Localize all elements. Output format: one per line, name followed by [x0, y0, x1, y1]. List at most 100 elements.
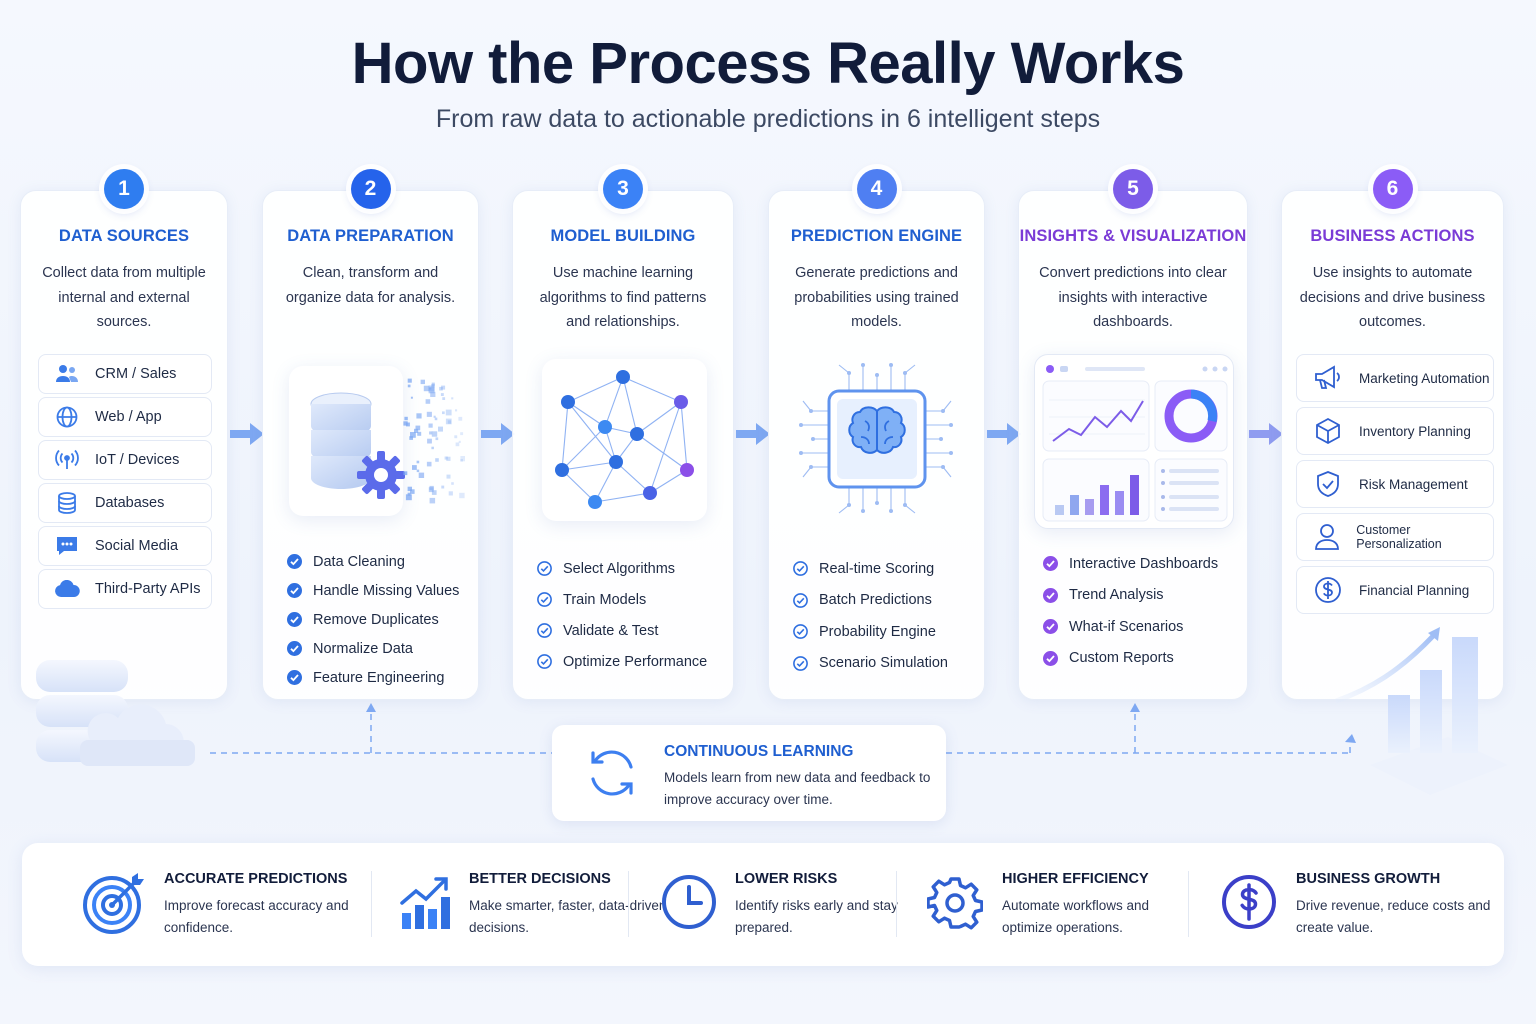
action-customer-personalization[interactable]: Customer Personalization — [1296, 513, 1494, 561]
check-item: Custom Reports — [1043, 643, 1218, 675]
chip-label: IoT / Devices — [95, 452, 180, 468]
data-particle — [410, 396, 413, 399]
chip-label: Third-Party APIs — [95, 581, 201, 597]
step-insights-visualization: 5 INSIGHTS & VISUALIZATION Convert predi… — [1018, 169, 1248, 700]
benefit-title: ACCURATE PREDICTIONS — [164, 871, 348, 887]
data-particle — [459, 492, 465, 499]
benefit-description: Improve forecast accuracy and confidence… — [164, 898, 349, 935]
step-description: Convert predictions into clear insights … — [1039, 265, 1227, 330]
action-financial-planning[interactable]: Financial Planning — [1296, 566, 1494, 614]
step-title: INSIGHTS & VISUALIZATION — [1019, 227, 1247, 245]
action-label: Financial Planning — [1359, 582, 1470, 598]
action-label: Customer Personalization — [1356, 523, 1442, 551]
benefit-title: BETTER DECISIONS — [469, 871, 611, 887]
data-particle — [435, 458, 439, 462]
data-particle — [404, 416, 408, 421]
data-particle — [426, 461, 432, 467]
data-particle — [431, 490, 437, 495]
source-chip-iot[interactable]: IoT / Devices — [38, 440, 212, 480]
box-icon — [1297, 417, 1359, 445]
data-particle — [451, 482, 454, 485]
step-number-badge: 4 — [856, 169, 897, 209]
data-particle — [429, 497, 436, 504]
data-particle — [428, 487, 434, 493]
data-particle — [427, 438, 432, 444]
user-icon — [1297, 523, 1356, 551]
action-inventory-planning[interactable]: Inventory Planning — [1296, 407, 1494, 455]
shield-icon — [1297, 470, 1359, 498]
clock-icon — [662, 875, 716, 929]
source-chip-databases[interactable]: Databases — [38, 483, 212, 523]
data-particle — [448, 491, 453, 496]
data-particle — [407, 384, 411, 388]
data-particle — [431, 431, 438, 437]
signal-icon — [39, 449, 95, 471]
check-item: Data Cleaning — [287, 547, 459, 576]
data-particles — [403, 378, 465, 504]
data-particle — [445, 418, 452, 425]
data-particle — [460, 432, 464, 436]
megaphone-icon — [1297, 365, 1359, 391]
data-particle — [460, 459, 463, 462]
step-number-badge: 2 — [350, 169, 391, 209]
data-particle — [428, 423, 433, 428]
step-title: DATA PREPARATION — [287, 227, 454, 245]
growth-bars-illustration — [1335, 627, 1508, 795]
data-particle — [455, 442, 460, 447]
benefit-description: Drive revenue, reduce costs and create v… — [1296, 898, 1491, 935]
check-item: Scenario Simulation — [793, 648, 948, 680]
data-particle — [416, 469, 420, 473]
step-description: Collect data from multiple internal and … — [42, 265, 206, 330]
data-particle — [431, 446, 434, 450]
data-particle — [442, 397, 446, 400]
benefit-title: BUSINESS GROWTH — [1296, 871, 1441, 887]
continuous-learning-title: CONTINUOUS LEARNING — [664, 743, 854, 760]
check-item: Normalize Data — [287, 634, 459, 663]
database-icon — [39, 492, 95, 514]
benefit-title: LOWER RISKS — [735, 871, 838, 887]
data-particle — [446, 456, 451, 461]
gear-icon — [927, 877, 983, 930]
model-checklist: Select Algorithms Train Models Validate … — [537, 553, 707, 677]
data-particle — [430, 391, 436, 397]
engine-checklist: Real-time Scoring Batch Predictions Prob… — [793, 553, 948, 679]
globe-icon — [39, 406, 95, 428]
check-item: Batch Predictions — [793, 585, 948, 617]
step-number-badge: 6 — [1372, 169, 1413, 209]
brain-chip-illustration — [799, 363, 953, 514]
source-chip-social[interactable]: Social Media — [38, 526, 212, 566]
benefit-better-decisions: BETTER DECISIONS Make smarter, faster, d… — [400, 843, 666, 966]
action-risk-management[interactable]: Risk Management — [1296, 460, 1494, 508]
check-item: Train Models — [537, 584, 707, 615]
step-model-building: 3 MODEL BUILDING Use machine learning al… — [512, 169, 734, 700]
flow-arrow — [481, 423, 515, 445]
data-particle — [441, 485, 445, 489]
flow-arrow — [1249, 423, 1283, 445]
check-item: Remove Duplicates — [287, 605, 459, 634]
data-particle — [440, 393, 444, 396]
data-prep-illustration — [289, 366, 403, 516]
prep-checklist: Data Cleaning Handle Missing Values Remo… — [287, 547, 459, 692]
data-particle — [407, 492, 411, 496]
step-description: Use insights to automate decisions and d… — [1299, 265, 1486, 330]
action-marketing-automation[interactable]: Marketing Automation — [1296, 354, 1494, 402]
check-item: Interactive Dashboards — [1043, 548, 1218, 580]
step-title: PREDICTION ENGINE — [790, 227, 963, 245]
source-chip-apis[interactable]: Third-Party APIs — [38, 569, 212, 609]
data-particle — [428, 385, 435, 392]
source-chip-web[interactable]: Web / App — [38, 397, 212, 437]
data-particle — [460, 456, 465, 462]
chip-label: Databases — [95, 495, 165, 511]
check-item: Validate & Test — [537, 615, 707, 646]
data-particle — [433, 415, 436, 418]
source-chip-crm[interactable]: CRM / Sales — [38, 354, 212, 394]
chip-label: Social Media — [95, 538, 179, 554]
data-particle — [407, 486, 412, 492]
benefit-title: HIGHER EFFICIENCY — [1002, 871, 1149, 887]
divider — [628, 871, 629, 937]
action-label: Risk Management — [1359, 476, 1468, 492]
continuous-learning-description: Models learn from new data and feedback … — [664, 770, 931, 807]
target-icon — [83, 873, 144, 934]
data-particle — [407, 378, 412, 383]
gear-icon — [357, 451, 405, 499]
